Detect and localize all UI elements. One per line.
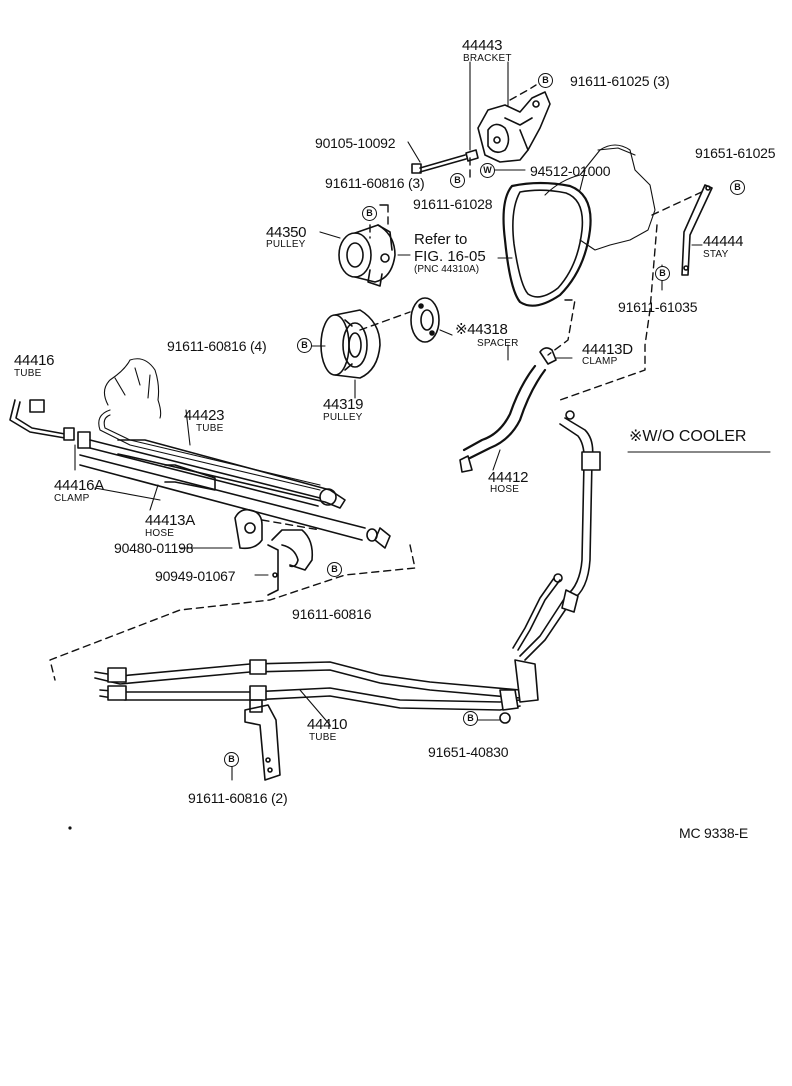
part-name-clamp: CLAMP (54, 493, 90, 504)
part-name-stay: STAY (703, 249, 729, 260)
part-number-90949-01067: 90949-01067 (155, 568, 236, 584)
part-number-44413d: 44413D (582, 341, 633, 358)
part-number-90480-01198: 90480-01198 (114, 540, 194, 556)
part-number-44412: 44412 (488, 469, 529, 486)
part-number-91611-60816-3: 91611-60816 (3) (325, 175, 425, 191)
part-number-44416: 44416 (14, 352, 55, 369)
bolt-badge-icon: B (327, 562, 342, 577)
pressure-tube-drawing (512, 410, 601, 661)
left-tubes-drawing (9, 399, 391, 549)
bolt-badge-icon: B (538, 73, 553, 88)
pulley-44319-drawing (320, 309, 381, 379)
part-name-spacer: SPACER (477, 338, 519, 349)
spacer-drawing (410, 297, 440, 343)
bolt-badge-icon: B (450, 173, 465, 188)
note-without-cooler: ※W/O COOLER (629, 428, 747, 445)
diagram-code: MC 9338-E (679, 825, 749, 841)
reference-line-1: Refer to (414, 231, 468, 248)
part-number-44444: 44444 (703, 233, 744, 250)
stay-drawing (681, 184, 713, 276)
part-number-44410: 44410 (307, 716, 348, 733)
reference-line-2: FIG. 16-05 (414, 248, 486, 265)
part-number-90105-10092: 90105-10092 (315, 135, 396, 151)
reference-line-3: (PNC 44310A) (414, 264, 480, 275)
washer-badge-icon: W (480, 163, 495, 178)
belt-drawing (502, 181, 592, 307)
part-number-91611-60816-4: 91611-60816 (4) (167, 338, 267, 354)
tube-44410-drawing (94, 659, 539, 724)
part-name-pulley: PULLEY (323, 412, 363, 423)
part-name-clamp: CLAMP (582, 356, 618, 367)
part-number-44350: 44350 (266, 224, 307, 241)
part-number-91651-40830: 91651-40830 (428, 744, 509, 760)
part-number-91611-60816-2: 91611-60816 (2) (188, 790, 288, 806)
part-name-bracket: BRACKET (463, 53, 512, 64)
part-name-hose: HOSE (145, 528, 175, 539)
part-number-44319: 44319 (323, 396, 364, 413)
bolt-badge-icon: B (463, 711, 478, 726)
part-number-94512-01000: 94512-01000 (530, 163, 611, 179)
bolt-badge-icon: B (297, 338, 312, 353)
part-number-44413a: 44413A (145, 512, 195, 529)
part-name-hose: HOSE (490, 484, 520, 495)
part-number-44443: 44443 (462, 37, 503, 54)
part-name-pulley: PULLEY (266, 239, 306, 250)
part-name-tube: TUBE (309, 732, 337, 743)
hose-44412-drawing (459, 364, 547, 473)
part-number-44318: ※44318 (455, 321, 508, 338)
bracket-clamp-drawing (234, 508, 314, 596)
part-number-91611-61028: 91611-61028 (413, 196, 493, 212)
part-number-44416a: 44416A (54, 477, 104, 494)
lower-bracket-drawing (244, 699, 281, 781)
bolt-badge-icon: B (655, 266, 670, 281)
bolt-badge-icon: B (730, 180, 745, 195)
part-number-91611-61035: 91611-61035 (618, 299, 698, 315)
bolt-drawing (407, 141, 479, 174)
part-number-44423: 44423 (184, 407, 225, 424)
bolt-badge-icon: B (362, 206, 377, 221)
part-name-tube: TUBE (196, 423, 224, 434)
part-number-91651-61025: 91651-61025 (695, 145, 776, 161)
part-name-tube: TUBE (14, 368, 42, 379)
pulley-44350-drawing (338, 224, 396, 287)
part-number-91611-60816: 91611-60816 (292, 606, 372, 622)
bolt-badge-icon: B (224, 752, 239, 767)
part-number-91611-61025: 91611-61025 (3) (570, 73, 670, 89)
bracket-drawing (469, 61, 551, 163)
